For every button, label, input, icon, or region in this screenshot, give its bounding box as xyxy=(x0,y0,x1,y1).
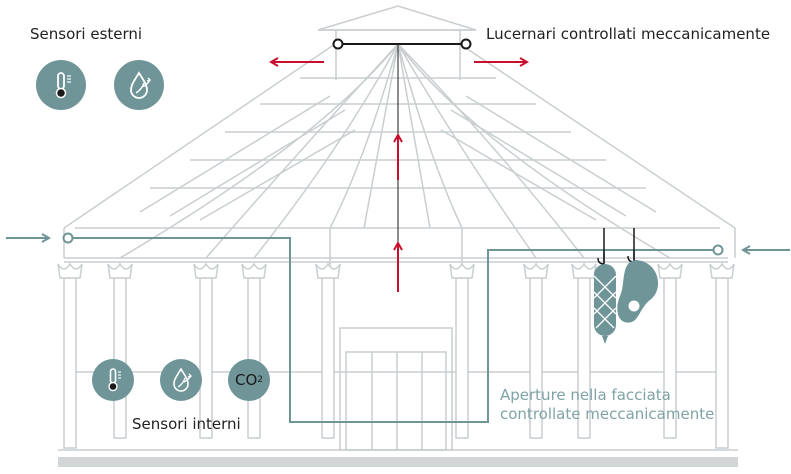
exhaust-airflow-arrows xyxy=(272,62,526,292)
skylights-label: Lucernari controllati meccanicamente xyxy=(486,25,771,43)
external-sensors-label: Sensori esterni xyxy=(30,25,143,43)
internal-thermometer-icon xyxy=(92,359,134,401)
external-thermometer-icon xyxy=(36,60,86,110)
co2-subscript-text: 2 xyxy=(257,375,263,385)
co2-base-text: CO xyxy=(234,371,258,389)
hanging-sausage-icon xyxy=(593,264,617,344)
internal-humidity-icon xyxy=(160,359,202,401)
intake-airflow-arrows xyxy=(6,238,790,250)
external-humidity-icon xyxy=(114,60,164,110)
facade-openings-label-line1: Aperture nella facciata xyxy=(500,386,671,404)
building-base xyxy=(64,228,728,451)
internal-sensors-label: Sensori interni xyxy=(132,415,241,433)
facade-openings-label-line2: controllate meccanicamente xyxy=(500,405,715,423)
columns xyxy=(57,262,735,449)
ground-strip xyxy=(58,457,738,467)
hanging-ham-icon xyxy=(617,260,659,323)
